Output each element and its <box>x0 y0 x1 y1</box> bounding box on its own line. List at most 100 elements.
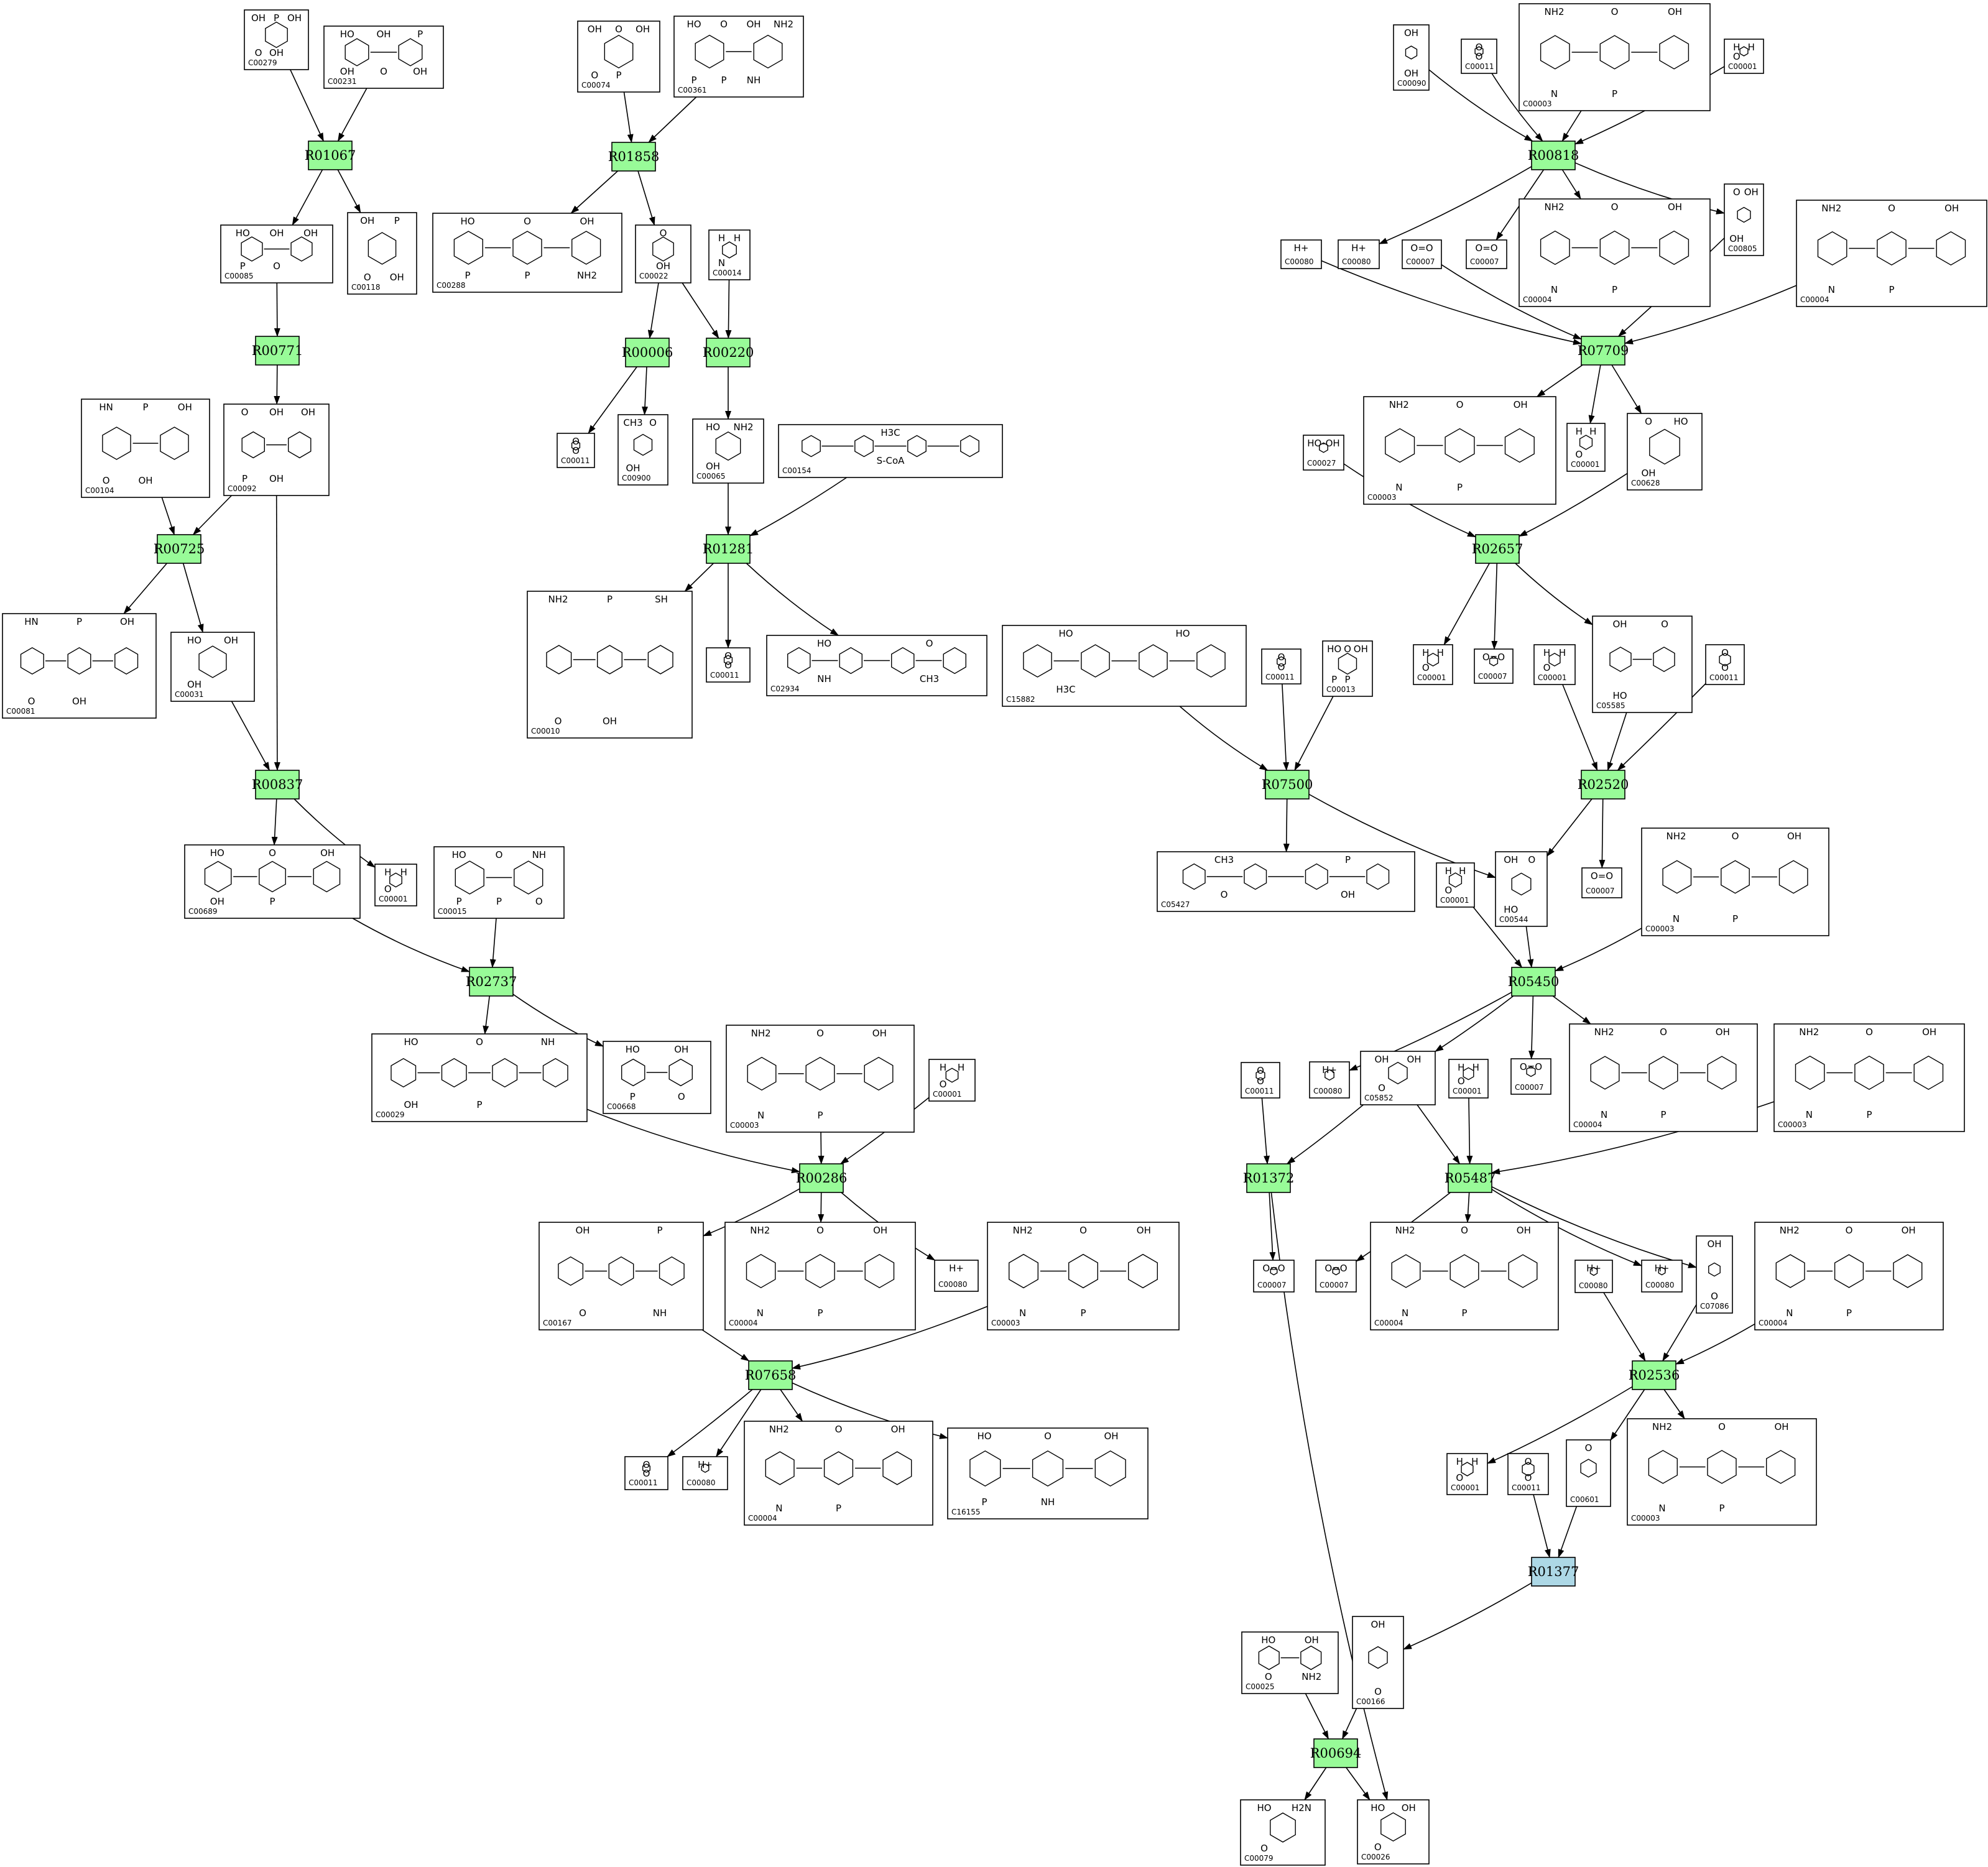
reaction-node[interactable]: R01372 <box>1243 1163 1295 1193</box>
reaction-node[interactable]: R01858 <box>608 142 660 172</box>
reaction-node[interactable]: R01067 <box>305 141 356 170</box>
reaction-node[interactable]: R02657 <box>1472 534 1523 564</box>
reaction-node[interactable]: R02520 <box>1578 770 1629 800</box>
reaction-node[interactable]: R00220 <box>703 338 754 367</box>
compound-node[interactable]: H+C00080 <box>682 1456 728 1490</box>
reaction-node[interactable]: R05450 <box>1508 967 1560 997</box>
compound-node[interactable]: H+C00080 <box>1641 1260 1683 1293</box>
reaction-node[interactable]: R00694 <box>1310 1738 1362 1768</box>
reaction-node[interactable]: R07709 <box>1578 336 1629 366</box>
reaction-node[interactable]: R01281 <box>703 534 754 564</box>
reaction-node[interactable]: R00818 <box>1528 141 1579 170</box>
reaction-node[interactable]: R00006 <box>622 338 673 367</box>
compound-node[interactable]: H+C00080 <box>1338 239 1380 269</box>
reaction-node[interactable]: R00725 <box>154 534 205 564</box>
compound-node[interactable]: H+C00080 <box>1574 1260 1613 1293</box>
compound-node[interactable]: H+C00080 <box>1280 239 1322 269</box>
reaction-node[interactable]: R00286 <box>796 1163 848 1193</box>
reaction-node[interactable]: R05487 <box>1445 1163 1496 1193</box>
reaction-node[interactable]: R02536 <box>1629 1360 1680 1390</box>
compound-node[interactable]: H+C00080 <box>934 1260 979 1292</box>
reaction-node[interactable]: R07658 <box>745 1360 797 1390</box>
reaction-node[interactable]: R07500 <box>1262 770 1313 800</box>
reaction-node[interactable]: R01377 <box>1528 1557 1579 1587</box>
reaction-node[interactable]: R02737 <box>466 967 517 997</box>
compound-node[interactable]: H+C00080 <box>1309 1061 1350 1099</box>
